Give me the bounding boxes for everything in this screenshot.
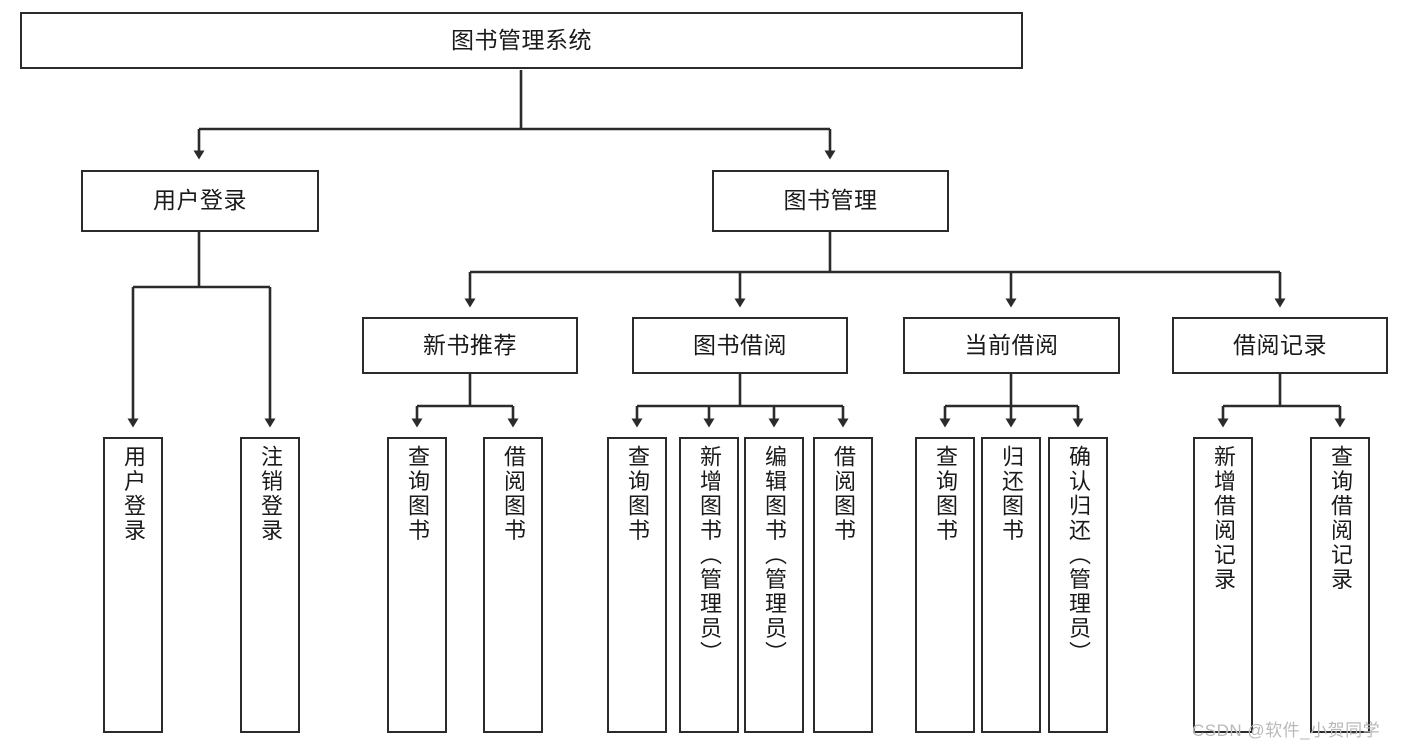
node-leaf-return-book-label: 归还图书 <box>999 445 1024 543</box>
node-leaf-edit-book[interactable]: 编辑图书（管理员） <box>744 437 804 733</box>
node-new-book-rec-label: 新书推荐 <box>423 331 517 358</box>
node-leaf-query-book-1-label: 查询图书 <box>405 445 430 543</box>
node-leaf-borrow-book-1[interactable]: 借阅图书 <box>483 437 543 733</box>
node-leaf-query-book-3-label: 查询图书 <box>933 445 958 543</box>
node-book-manage-label: 图书管理 <box>783 187 878 214</box>
node-root[interactable]: 图书管理系统 <box>20 12 1023 69</box>
node-leaf-add-book[interactable]: 新增图书（管理员） <box>679 437 739 733</box>
node-book-manage[interactable]: 图书管理 <box>712 170 949 232</box>
node-book-borrow-label: 图书借阅 <box>693 331 787 358</box>
node-borrow-record[interactable]: 借阅记录 <box>1172 317 1388 374</box>
node-leaf-query-record[interactable]: 查询借阅记录 <box>1310 437 1370 733</box>
node-borrow-record-label: 借阅记录 <box>1233 331 1327 358</box>
node-leaf-confirm-return[interactable]: 确认归还（管理员） <box>1048 437 1108 733</box>
node-leaf-query-book-2-label: 查询图书 <box>625 445 650 543</box>
node-leaf-query-book-2[interactable]: 查询图书 <box>607 437 667 733</box>
node-user-login[interactable]: 用户登录 <box>81 170 319 232</box>
node-leaf-user-login[interactable]: 用户登录 <box>103 437 163 733</box>
node-current-borrow[interactable]: 当前借阅 <box>903 317 1120 374</box>
node-leaf-query-book-3[interactable]: 查询图书 <box>915 437 975 733</box>
node-leaf-confirm-return-label: 确认归还（管理员） <box>1066 445 1091 666</box>
node-leaf-add-record-label: 新增借阅记录 <box>1211 445 1236 592</box>
node-user-login-label: 用户登录 <box>153 187 247 214</box>
node-leaf-query-record-label: 查询借阅记录 <box>1328 445 1353 592</box>
node-leaf-edit-book-label: 编辑图书（管理员） <box>762 445 787 666</box>
node-leaf-borrow-book-1-label: 借阅图书 <box>501 445 526 543</box>
node-leaf-borrow-book-2-label: 借阅图书 <box>831 445 856 543</box>
node-leaf-add-book-label: 新增图书（管理员） <box>697 445 722 666</box>
node-root-label: 图书管理系统 <box>451 26 592 53</box>
node-leaf-user-login-label: 用户登录 <box>121 445 146 543</box>
node-leaf-query-book-1[interactable]: 查询图书 <box>387 437 447 733</box>
node-leaf-return-book[interactable]: 归还图书 <box>981 437 1041 733</box>
csdn-watermark: CSDN @软件_小贺同学 <box>1192 721 1381 740</box>
node-leaf-logout[interactable]: 注销登录 <box>240 437 300 733</box>
node-leaf-logout-label: 注销登录 <box>258 445 283 543</box>
node-current-borrow-label: 当前借阅 <box>964 331 1059 358</box>
node-book-borrow[interactable]: 图书借阅 <box>632 317 848 374</box>
node-new-book-rec[interactable]: 新书推荐 <box>362 317 578 374</box>
node-leaf-add-record[interactable]: 新增借阅记录 <box>1193 437 1253 733</box>
node-leaf-borrow-book-2[interactable]: 借阅图书 <box>813 437 873 733</box>
